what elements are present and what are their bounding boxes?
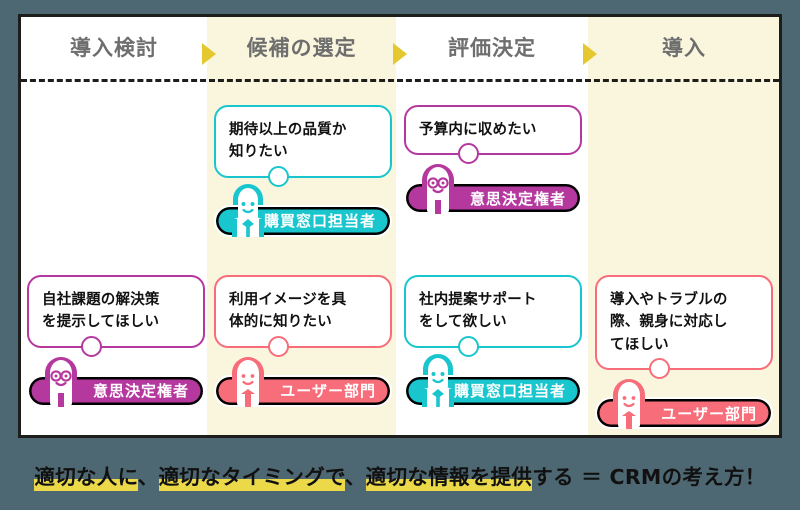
speech-bubble: 利用イメージを具体的に知りたい [214,275,392,373]
bubble-tail-large-icon [458,143,479,165]
persona-label: ユーザー部門 [280,382,376,401]
stage-header-row: 導入検討 候補の選定 評価決定 導入 [21,17,779,77]
triangle-right-icon [583,43,597,65]
persona-label: 購買窓口担当者 [453,382,566,401]
stage-header-4: 導入 [662,36,706,60]
persona-label: 意思決定権者 [469,189,566,208]
bubble-tail-large-icon [649,358,670,380]
banner-segment: 、 [344,464,366,489]
speech-bubble: 社内提案サポートをして欲しい [404,275,582,373]
triangle-right-icon [202,43,216,65]
banner-segment: 適切なタイミングで [158,464,345,491]
speech-bubble-line: 予算内に収めたい [419,122,537,138]
speech-bubble-line: 際、親身に対応し [610,314,728,331]
divider-dashed [21,79,779,82]
persona-cell: 社内提案サポートをして欲しい購買窓口担当者 [404,275,582,409]
persona-badge: 購買窓口担当者 [404,353,582,409]
bubble-tail-large-icon [458,335,479,357]
speech-bubble-line: 体的に知りたい [229,314,332,331]
speech-bubble-line: 自社課題の解決策 [42,292,160,308]
persona-label: 意思決定権者 [92,382,189,401]
persona-badge: ユーザー部門 [595,379,773,432]
persona-cell: 期待以上の品質か知りたい購買窓口担当者 [214,105,392,239]
speech-bubble-line: を提示してほしい [42,314,160,331]
speech-bubble: 期待以上の品質か知りたい [214,105,392,203]
person-glasses-purple-icon [39,349,83,409]
person-male-cyan-icon [226,179,270,237]
journey-panel: 導入検討 候補の選定 評価決定 導入 期待以上の品質か知りたい購買窓口担当者 予… [18,14,782,438]
persona-badge: 意思決定権者 [404,164,582,217]
stage-header-2: 候補の選定 [246,36,357,60]
persona-badge: 購買窓口担当者 [214,183,392,239]
person-female-pink-icon [607,371,651,432]
speech-bubble-line: をして欲しい [419,314,507,331]
speech-bubble-line: 利用イメージを具 [229,292,347,308]
speech-bubble-line: 導入やトラブルの [610,292,728,308]
person-glasses-purple-icon [416,156,460,217]
bubble-tail-large-icon [268,165,289,187]
stage-header-1: 導入検討 [70,36,158,60]
persona-cell: 自社課題の解決策を提示してほしい意思決定権者 [27,275,205,409]
speech-bubble-line: 知りたい [229,144,288,161]
person-female-pink-icon [226,349,270,409]
bubble-tail-large-icon [268,335,289,357]
persona-label: 購買窓口担当者 [263,212,376,231]
bottom-banner: 適切な人に、適切なタイミングで、適切な情報を提供する ＝ CRMの考え方！ [0,448,800,506]
banner-segment: 適切な情報を提供 [365,464,533,491]
speech-bubble: 自社課題の解決策を提示してほしい [27,275,205,373]
speech-bubble-line: てほしい [610,336,669,353]
banner-segment: する ＝ CRMの考え方！ [532,464,766,489]
persona-badge: ユーザー部門 [214,356,392,409]
person-male-cyan-icon [416,349,460,407]
persona-label: ユーザー部門 [661,404,757,423]
speech-bubble: 予算内に収めたい [404,105,582,181]
triangle-right-icon [393,43,407,65]
stage-header-3: 評価決定 [448,36,536,60]
persona-cell: 利用イメージを具体的に知りたいユーザー部門 [214,275,392,409]
persona-cell: 導入やトラブルの際、親身に対応してほしいユーザー部門 [595,275,773,432]
speech-bubble: 導入やトラブルの際、親身に対応してほしい [595,275,773,396]
banner-text: 適切な人に、適切なタイミングで、適切な情報を提供する ＝ CRMの考え方！ [34,464,766,491]
bubble-tail-large-icon [81,335,102,357]
banner-segment: 、 [137,464,159,489]
persona-cell: 予算内に収めたい意思決定権者 [404,105,582,217]
persona-badge: 意思決定権者 [27,356,205,409]
speech-bubble-line: 社内提案サポート [419,292,537,308]
speech-bubble-line: 期待以上の品質か [229,122,347,138]
banner-segment: 適切な人に [34,464,138,491]
